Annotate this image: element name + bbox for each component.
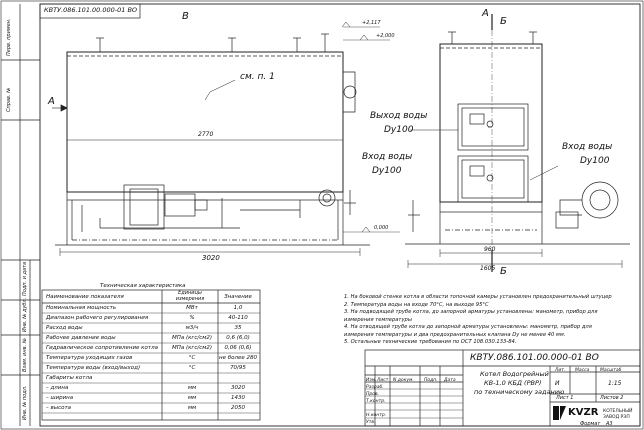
elevation-2000: +2,000 [376, 33, 395, 39]
dim-1605: 1605 [480, 265, 496, 272]
tech-row-name: Номинальная мощность [46, 305, 117, 311]
water-in-dy: Dy100 [372, 166, 402, 176]
stamp-company-2: ЗАВОД РЭП [603, 415, 630, 420]
margin-podp-data-1: Подп. и дата [22, 261, 28, 296]
water-in-right-label: Вход воды [562, 142, 613, 152]
tech-table-title: Техническая характеристика [100, 283, 186, 289]
stamp-lit-val: И [555, 380, 560, 387]
stamp-nkontr: Н.контр. [366, 413, 387, 418]
stamp-sheet: Лист 1 [556, 395, 574, 401]
tech-row-name: Рабочее давление воды [46, 335, 116, 341]
tech-row-unit: МПа (кгс/см2) [171, 345, 213, 351]
header-code: КВТУ.086.101.00.000-01 ВО [44, 6, 138, 14]
note-line: 1. На боковой стенке котла в области топ… [344, 294, 612, 300]
tech-row-unit: % [189, 315, 195, 321]
tech-row-value: 2050 [231, 405, 245, 411]
tech-row-unit: °С [188, 365, 196, 371]
stamp-list: Лист [377, 378, 389, 383]
water-out-dy: Dy100 [384, 125, 414, 135]
tech-row-name: – высота [46, 405, 72, 411]
stamp-razrab: Разраб. [366, 385, 384, 390]
stamp-izm: Изм. [366, 378, 377, 383]
note-line: 2. Температура воды на входе 70°С, на вы… [344, 301, 489, 308]
tech-header-name: Наименование показателя [46, 294, 124, 300]
tech-row-unit: °С [188, 355, 196, 361]
note-line: 3. На подводящей трубе котла, до запорно… [344, 309, 598, 315]
tech-row-name: – длина [46, 385, 69, 391]
stamp-name-3: по техническому заданию [474, 388, 565, 396]
stamp-data: Дата [444, 378, 456, 383]
stamp-sheets: Листов 2 [600, 395, 624, 401]
view-label-a-left: А [48, 96, 55, 107]
tech-row-name: Гидравлическое сопротивление котла [46, 345, 158, 351]
view-label-b-bottom: Б [500, 266, 507, 277]
view-label-v: В [182, 11, 189, 22]
margin-inv-podl: Инв. № подл. [22, 385, 28, 421]
tech-row-name: Диапазон рабочего регулирования [46, 315, 149, 321]
tech-row-value: 40-110 [228, 315, 248, 321]
tech-header-value: Значение [224, 294, 252, 300]
stamp-massa: Масса [575, 368, 590, 373]
tech-row-value: 3020 [231, 385, 245, 391]
stamp-prov: Пров. [366, 392, 380, 397]
stamp-masshtab: Масштаб [600, 368, 622, 373]
tech-row-value: 0,06 (0,6) [224, 345, 252, 351]
elevation-2117: +2,117 [362, 20, 381, 26]
tech-row-name: Температура воды (вход/выход) [46, 365, 141, 371]
dim-960: 960 [484, 246, 496, 253]
stamp-podp: Подп. [424, 378, 438, 383]
note-line: измерения температуры [344, 316, 412, 323]
stamp-code: КВТУ.086.101.00.000-01 ВО [470, 353, 599, 363]
view-label-a-right: А [482, 8, 489, 19]
tech-row-unit: м3/ч [185, 325, 199, 331]
tech-row-value: не более 280 [218, 355, 257, 361]
margin-sprav: Справ. № [6, 87, 12, 112]
tech-row-value: 35 [234, 325, 242, 331]
tech-row-unit: мм [187, 395, 197, 401]
view-label-b-top: Б [500, 16, 507, 27]
note-line: 5. Остальные технические требования по О… [344, 339, 517, 345]
stamp-name-1: Котел Водогрейный [480, 370, 549, 378]
tech-row-name: Расход воды [46, 325, 83, 331]
water-in-label: Вход воды [362, 152, 413, 162]
stamp-scale: 1:15 [608, 380, 622, 387]
dim-3020: 3020 [202, 254, 220, 262]
margin-inv-dubl: Инв. № дубл. [22, 297, 28, 332]
tech-row-unit: МПа (кгс/см2) [171, 335, 213, 341]
tech-row-value: 70/95 [230, 365, 246, 371]
tech-row-value: 1430 [231, 395, 245, 401]
margin-vzam-inv: Взам. инв. № [22, 338, 28, 372]
stamp-logo-text: KVZR [568, 407, 599, 418]
tech-row-name: Габариты котла [46, 375, 93, 381]
elevation-0000: 0,000 [374, 225, 389, 231]
stamp-lit: Лит. [555, 368, 566, 373]
format-label: Формат [580, 421, 601, 427]
stamp-tkontr: Т.контр. [366, 399, 386, 404]
water-in-right-dy: Dy100 [580, 156, 610, 166]
note-line: измерения температуры и два предохраните… [344, 331, 566, 338]
tech-row-name: Температура уходящих газов [46, 355, 133, 361]
format-value: А3 [606, 421, 613, 427]
note-line: 4. На отводящей трубе котла до запорной … [344, 324, 592, 330]
stamp-utv: Утв. [366, 420, 376, 425]
tech-row-name: – ширина [46, 395, 74, 401]
tech-row-unit: МВт [186, 305, 198, 311]
stamp-name-2: КВ-1,0 КБД (РВР) [484, 379, 542, 387]
tech-header-unit: Единицы измерения [175, 290, 205, 302]
kvzr-logo-mark [553, 406, 566, 420]
dim-2770: 2770 [198, 131, 214, 138]
stamp-ndokum: N докум. [393, 378, 414, 383]
tech-row-unit: мм [187, 385, 197, 391]
stamp-company-1: КОТЕЛЬНЫЙ [603, 409, 633, 414]
water-out-label: Выход воды [370, 111, 428, 121]
tech-row-value: 0,6 (6,0) [226, 335, 250, 341]
margin-perv-prim: Перв. примен. [6, 18, 12, 56]
tech-row-value: 1,0 [233, 305, 243, 311]
tech-row-unit: мм [187, 405, 197, 411]
see-note-label: см. п. 1 [240, 72, 275, 82]
